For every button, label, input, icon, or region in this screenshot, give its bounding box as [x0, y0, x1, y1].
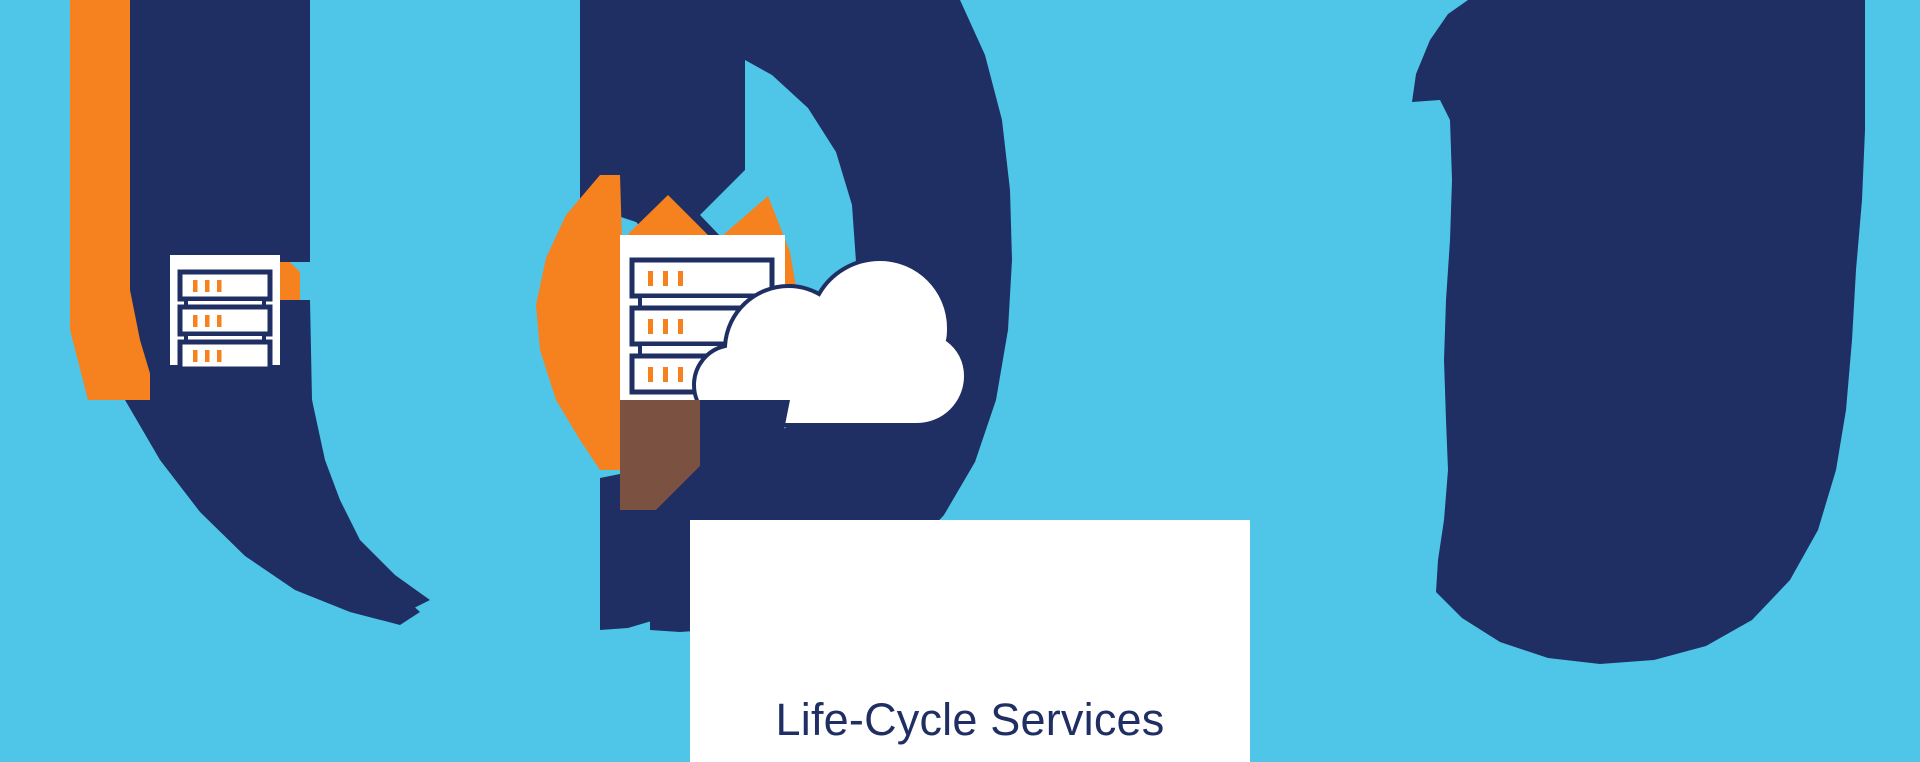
connector-bar — [620, 400, 700, 510]
navy-pillar-right — [1412, 0, 1865, 664]
navy-base-center — [650, 400, 790, 605]
life-cycle-services-label: Life-Cycle Services — [775, 694, 1165, 745]
server-rack-icon-left — [170, 255, 280, 372]
cloud-icon — [691, 256, 969, 427]
white-caption-panel: Life-Cycle Services — [690, 520, 1250, 762]
navy-base-left — [88, 300, 420, 625]
